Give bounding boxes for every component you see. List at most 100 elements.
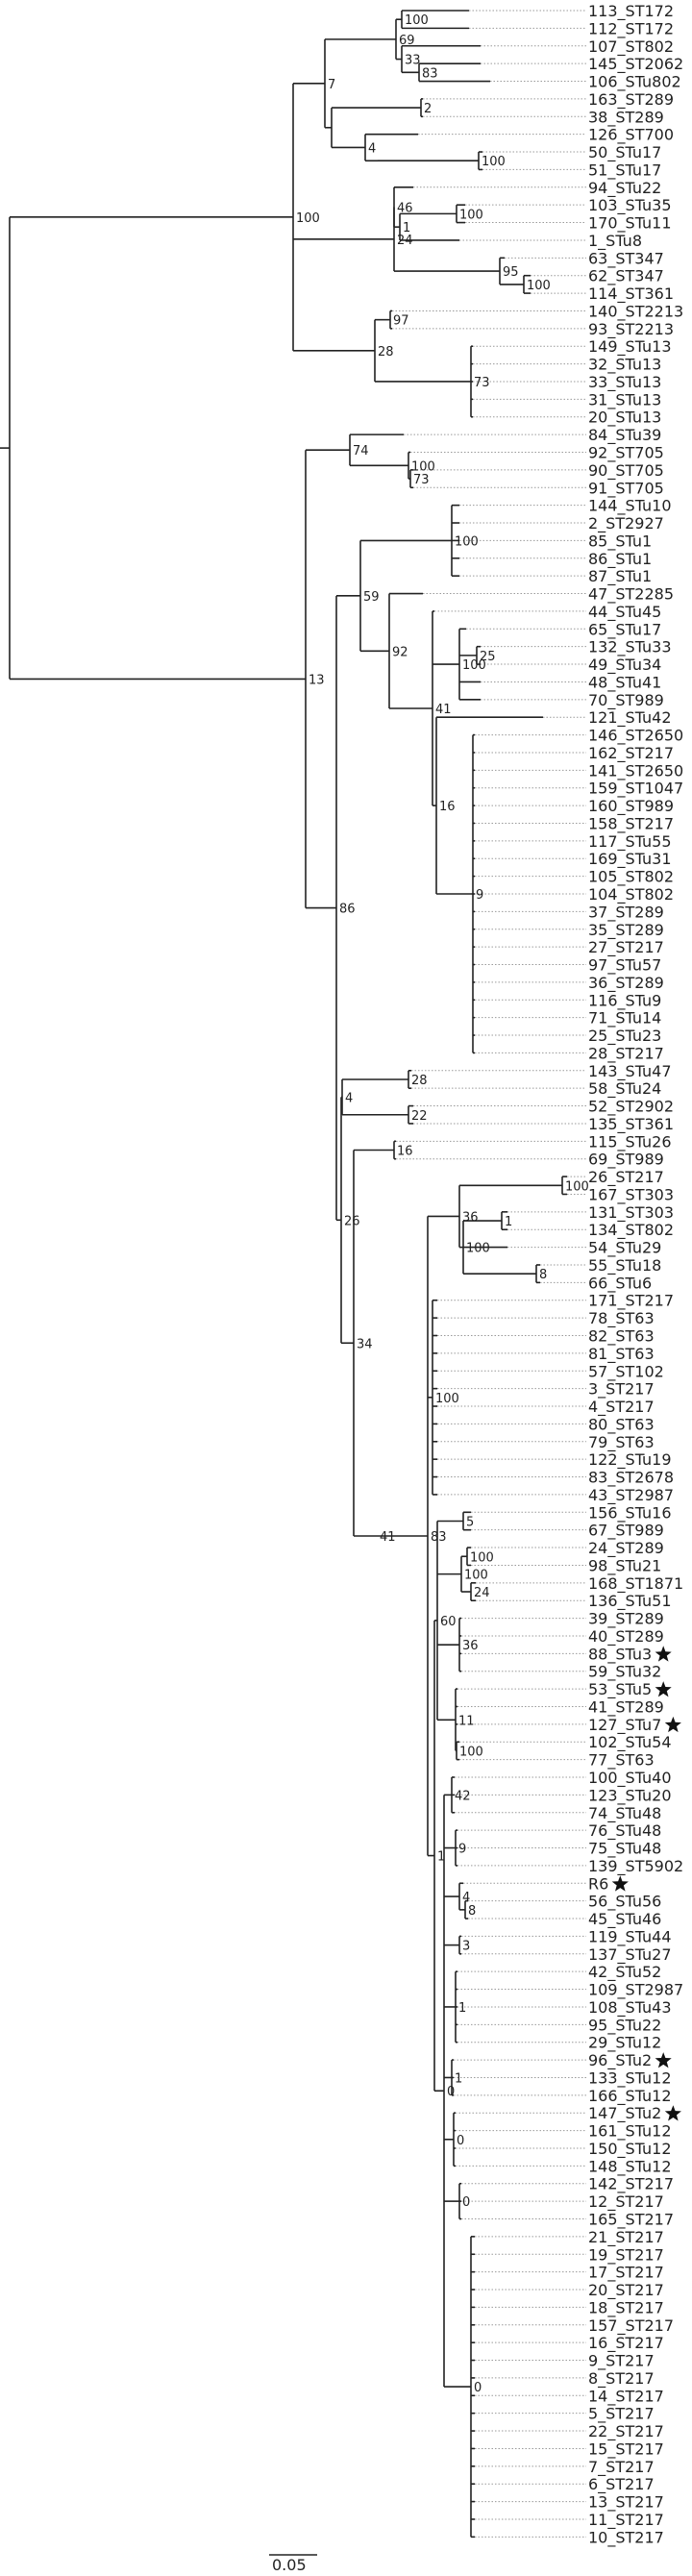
leaf-label: 133_STu12: [588, 2068, 672, 2088]
leaf-label: 22_ST217: [588, 2422, 664, 2441]
leaf-label: 25_STu23: [588, 1027, 661, 1046]
leaf-label: 157_ST217: [588, 2316, 674, 2336]
support-value: 3: [462, 1940, 470, 1954]
leaf-label: 105_ST802: [588, 868, 674, 887]
support-value: 100: [464, 1569, 488, 1583]
leaf-label: 119_STu44: [588, 1927, 672, 1946]
leaf-label: 149_STu13: [588, 337, 672, 357]
leaf-label: 159_ST1047: [588, 780, 683, 799]
leaf-label: 100_STu40: [588, 1769, 672, 1788]
leaf-label: 54_STu29: [588, 1239, 661, 1258]
leaf-label: 36_ST289: [588, 974, 664, 993]
leaf-label: 156_STu16: [588, 1503, 672, 1523]
leaf-label: 50_STu17: [588, 143, 661, 162]
leaf-label: 65_STu17: [588, 620, 661, 639]
leaf-label: 20_STu13: [588, 409, 661, 428]
support-value: 42: [455, 1789, 471, 1803]
leaf-label: 169_STu31: [588, 850, 672, 869]
support-value: 5: [466, 1515, 474, 1529]
leaf-label: 167_ST303: [588, 1185, 674, 1204]
leaf-label: 171_ST217: [588, 1292, 674, 1311]
leaf-label: 88_STu3: [588, 1645, 652, 1664]
leaf-label: 114_ST361: [588, 285, 674, 304]
leaf-label: 49_STu34: [588, 656, 661, 675]
support-value: 100: [482, 155, 506, 169]
leaf-label: 165_ST217: [588, 2211, 674, 2230]
leaf-label: 148_STu12: [588, 2157, 672, 2176]
leaf-label: 93_ST2213: [588, 320, 674, 339]
support-value: 100: [470, 1550, 494, 1565]
leaf-label: 19_ST217: [588, 2245, 664, 2265]
leaf-label: 9_ST217: [588, 2352, 655, 2371]
leaf-label: 13_ST217: [588, 2493, 664, 2513]
support-value: 86: [339, 903, 356, 917]
support-value: 0: [447, 2085, 455, 2099]
support-value: 1: [437, 1850, 445, 1865]
support-value: 16: [439, 800, 456, 814]
leaf-label: 45_STu46: [588, 1910, 661, 1929]
leaf-label: 81_ST63: [588, 1345, 655, 1364]
star-icon: [664, 2105, 681, 2121]
leaf-label: 83_ST2678: [588, 1469, 674, 1488]
leaf-label: 6_ST217: [588, 2475, 655, 2494]
support-value: 100: [455, 534, 479, 549]
leaf-label: 48_STu41: [588, 673, 661, 692]
leaf-label: 90_ST705: [588, 461, 664, 481]
leaf-label: 17_ST217: [588, 2264, 664, 2283]
leaf-label: 59_STu32: [588, 1663, 661, 1682]
leaf-label: 70_ST989: [588, 691, 664, 710]
support-value: 24: [474, 1586, 490, 1600]
leaf-label: 28_ST217: [588, 1044, 664, 1063]
leaf-label: 126_ST700: [588, 126, 674, 145]
support-value: 28: [378, 345, 394, 359]
support-value: 1: [458, 2001, 466, 2016]
support-value: 1: [455, 2071, 462, 2086]
support-value: 13: [309, 673, 325, 687]
support-value: 74: [353, 444, 369, 458]
leaf-label: 1_STu8: [588, 232, 642, 251]
support-value: 59: [363, 590, 380, 605]
support-value: 16: [397, 1145, 413, 1159]
support-value: 83: [422, 66, 438, 81]
support-value: 25: [480, 650, 496, 664]
leaf-leader-lines: [392, 10, 586, 2538]
leaf-label: 57_ST102: [588, 1362, 664, 1381]
leaf-label: 160_ST989: [588, 797, 674, 816]
leaf-label: 39_ST289: [588, 1610, 664, 1629]
support-value: 97: [393, 314, 409, 329]
leaf-label: 56_STu56: [588, 1893, 661, 1912]
leaf-label: 41_ST289: [588, 1697, 664, 1717]
leaf-label: 147_STu2: [588, 2104, 661, 2123]
support-value: 83: [431, 1530, 447, 1545]
leaf-label: 86_STu1: [588, 550, 652, 569]
leaf-label: 80_ST63: [588, 1415, 655, 1434]
support-value: 41: [380, 1530, 396, 1545]
support-value: 34: [357, 1337, 373, 1351]
support-value: 4: [368, 141, 376, 156]
leaf-label: 106_STu802: [588, 73, 681, 92]
leaf-label: 97_STu57: [588, 956, 661, 976]
support-value: 9: [476, 888, 483, 903]
leaf-label: 15_ST217: [588, 2440, 664, 2459]
support-value: 100: [435, 1392, 459, 1406]
leaf-label: 145_ST2062: [588, 55, 683, 74]
leaf-label: 170_STu11: [588, 214, 672, 234]
support-value: 1: [403, 221, 410, 235]
leaf-label: 10_ST217: [588, 2528, 664, 2547]
leaf-label: 117_STu55: [588, 832, 672, 852]
support-value: 69: [399, 34, 415, 48]
support-value: 100: [466, 1242, 490, 1256]
leaf-label: 71_STu14: [588, 1009, 661, 1028]
leaf-label: 123_STu20: [588, 1786, 672, 1805]
leaf-label: 109_ST2987: [588, 1981, 683, 2000]
leaf-label: 3_ST217: [588, 1380, 655, 1399]
leaf-label: 7_ST217: [588, 2458, 655, 2477]
support-value: 8: [468, 1904, 476, 1919]
support-value: 100: [527, 279, 551, 293]
leaf-label: 163_ST289: [588, 90, 674, 110]
leaf-label: 135_ST361: [588, 1115, 674, 1134]
leaf-labels: 113_ST172112_ST172107_ST802145_ST2062106…: [588, 2, 683, 2547]
leaf-label: 78_ST63: [588, 1309, 655, 1328]
leaf-label: 33_STu13: [588, 373, 661, 392]
